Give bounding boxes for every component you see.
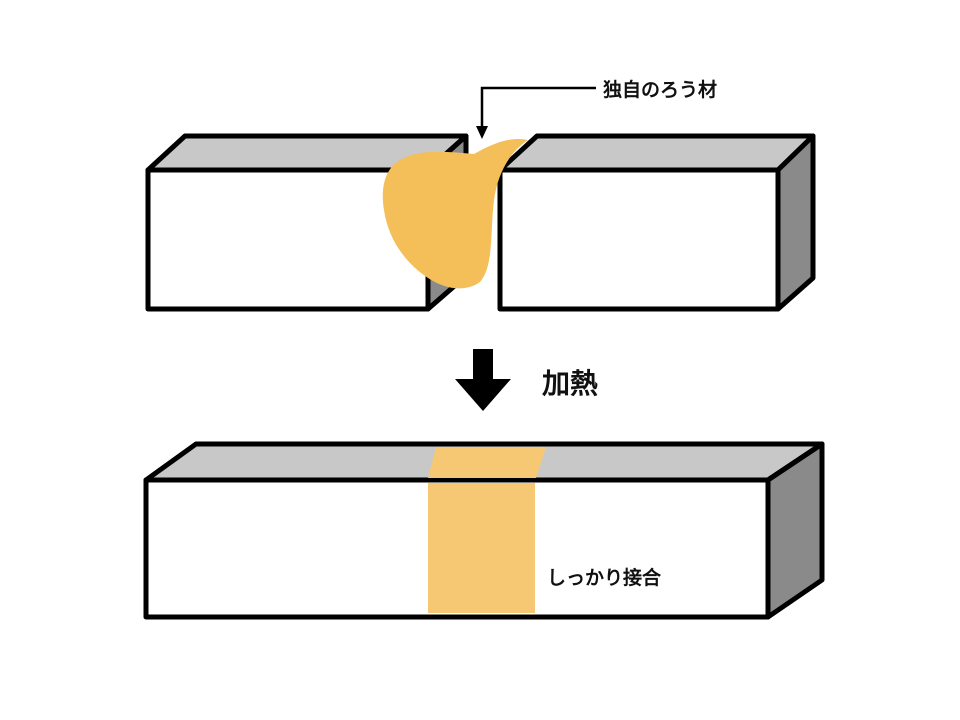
right-block-top-face <box>497 133 816 173</box>
process-step-label: 加熱 <box>542 367 598 400</box>
filler-callout-label: 独自のろう材 <box>603 78 717 101</box>
result-note-label: しっかり接合 <box>547 566 662 589</box>
arrow-shaft <box>473 349 493 379</box>
right-block-before <box>497 133 816 312</box>
callout-arrowhead <box>476 126 488 139</box>
callout-leader-line <box>480 86 596 130</box>
arrow-head <box>455 379 511 411</box>
process-arrow <box>455 349 511 411</box>
joint-band-front <box>428 483 535 613</box>
joint-band-top <box>428 447 546 478</box>
brazing-filler-blob <box>382 138 528 289</box>
filler-callout: 独自のろう材 <box>476 78 717 139</box>
right-block-front-face <box>497 167 781 312</box>
left-block-front-face <box>145 167 431 312</box>
joined-bar-after <box>143 441 825 620</box>
right-block-side-face <box>775 133 816 312</box>
